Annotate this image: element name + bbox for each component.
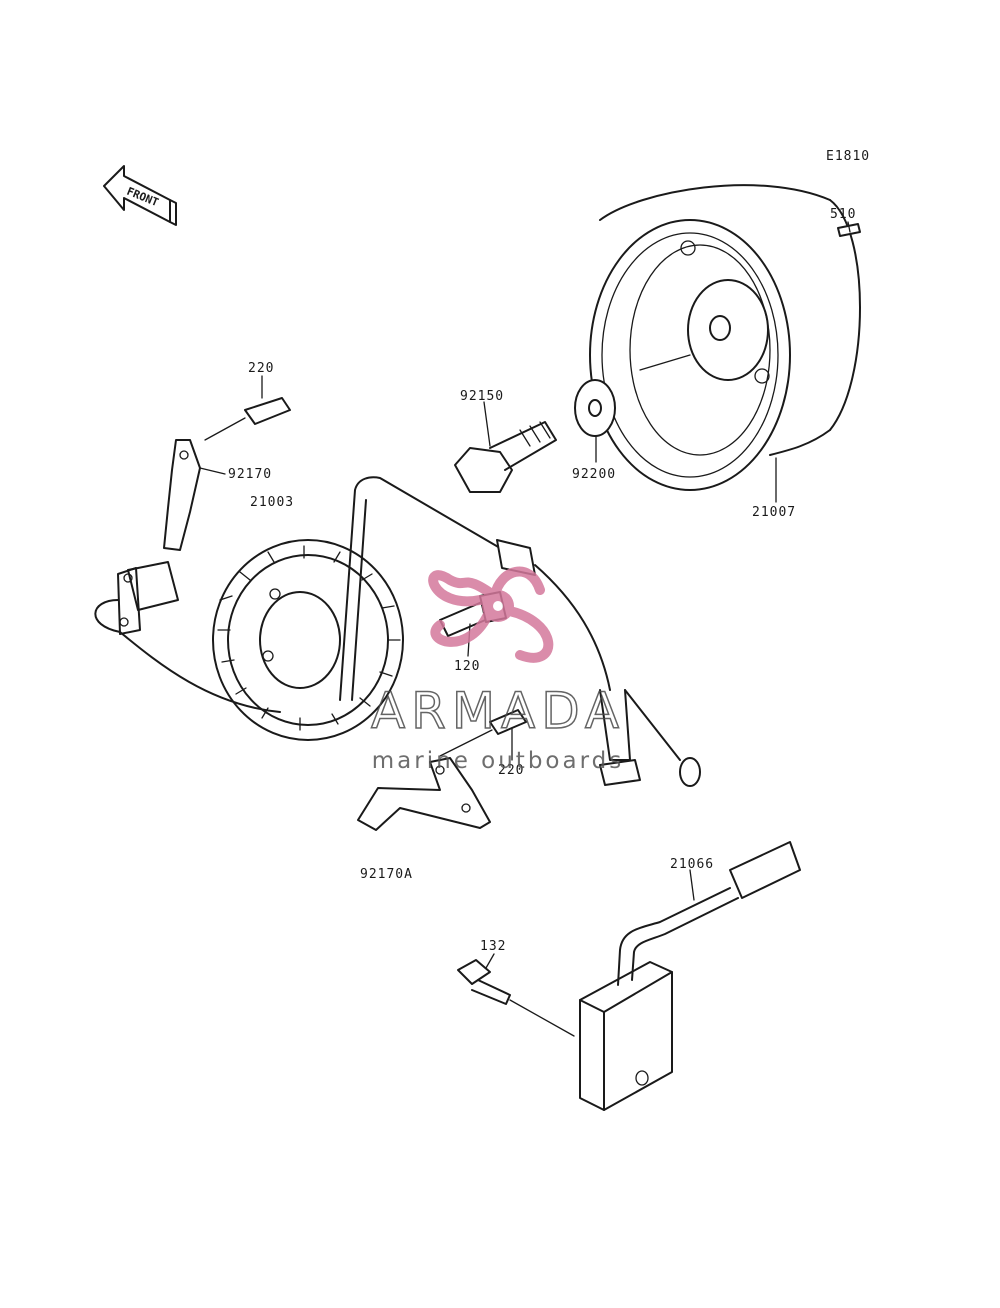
washer-92200: [574, 379, 616, 437]
part-label-510: 510: [830, 207, 856, 222]
watermark-subtitle: marine outboards: [372, 748, 624, 774]
bolt-132: [457, 959, 575, 1037]
part-label-220-middle: 220: [498, 763, 524, 778]
part-label-92200: 92200: [572, 467, 616, 482]
watermark-title: ARMADA: [371, 682, 625, 740]
part-label-92170: 92170: [228, 467, 272, 482]
part-label-92150: 92150: [460, 389, 504, 404]
part-label-21003: 21003: [250, 495, 294, 510]
leader-lines: [199, 221, 851, 969]
bolt-220-middle: [439, 709, 527, 757]
bracket-92170A: [357, 757, 491, 831]
part-label-132: 132: [480, 939, 506, 954]
part-label-21007: 21007: [752, 505, 796, 520]
pickup-coil: [94, 561, 281, 713]
part-label-120: 120: [454, 659, 480, 674]
front-arrow-icon: FRONT: [103, 165, 177, 226]
flywheel-21007: [589, 184, 861, 491]
part-label-21066: 21066: [670, 857, 714, 872]
propeller-logo-icon: [428, 566, 554, 663]
armada-watermark: ARMADA marine outboards: [370, 566, 625, 774]
bolt-220-top: [204, 397, 291, 441]
part-label-220-top: 220: [248, 361, 274, 376]
part-label-92170A: 92170A: [360, 867, 413, 882]
diagram-code: E1810: [826, 149, 870, 164]
stator-21003: [212, 539, 404, 741]
regulator-21066: [579, 841, 801, 1111]
bracket-92170: [163, 439, 201, 551]
bolt-92150: [454, 421, 557, 493]
